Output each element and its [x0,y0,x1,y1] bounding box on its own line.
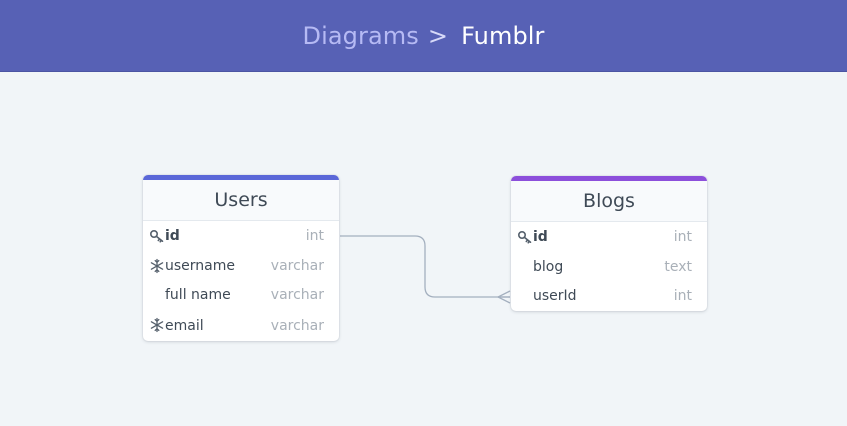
field-row-blog[interactable]: blog text [511,252,707,281]
table-accent-bar [143,175,339,180]
breadcrumb-separator: > [427,21,449,50]
diagram-canvas[interactable]: Users id int username varchar full name varch… [0,73,847,426]
field-list: id int blog text userId int [511,222,707,311]
field-row-id[interactable]: id int [511,222,707,252]
field-type: int [673,229,692,245]
field-name: id [165,228,180,244]
field-type: int [305,228,324,244]
relationship-connector [340,235,511,304]
field-name: email [165,317,204,334]
field-type: text [664,258,692,275]
field-name: userId [533,288,577,304]
connector-line [340,235,510,298]
field-type: varchar [270,317,324,334]
table-blogs[interactable]: Blogs id int blog text userId int [511,176,707,311]
breadcrumb: Diagrams > Fumblr [302,24,544,48]
field-row-full-name[interactable]: full name varchar [143,280,339,310]
snowflake-icon [149,258,165,274]
field-name: username [165,257,235,274]
table-title: Users [143,180,339,221]
field-type: varchar [270,287,324,303]
table-title: Blogs [511,181,707,222]
table-users[interactable]: Users id int username varchar full name varch… [143,175,339,341]
key-icon [149,228,165,244]
field-row-id[interactable]: id int [143,221,339,251]
table-accent-bar [511,176,707,181]
field-name: blog [533,258,564,275]
breadcrumb-diagrams-link[interactable]: Diagrams [302,21,419,50]
breadcrumb-current: Fumblr [461,21,545,50]
field-type: varchar [270,257,324,274]
app-header: Diagrams > Fumblr [0,0,847,72]
field-type: int [673,288,692,304]
field-name: full name [165,287,231,303]
field-row-userid[interactable]: userId int [511,281,707,311]
field-row-email[interactable]: email varchar [143,310,339,341]
snowflake-icon [149,317,165,333]
field-row-username[interactable]: username varchar [143,251,339,280]
key-icon [517,229,533,245]
field-name: id [533,229,548,245]
many-crowfoot-icon [496,290,511,304]
